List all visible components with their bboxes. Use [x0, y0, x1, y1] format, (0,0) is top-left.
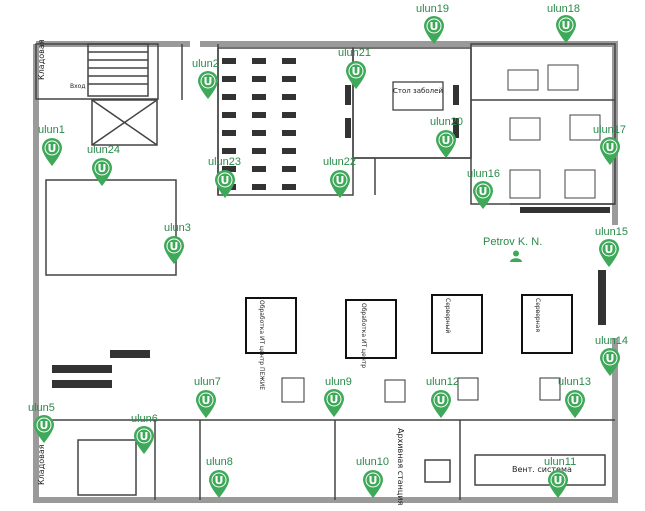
location-pin-icon[interactable]: U [132, 425, 156, 455]
location-pin-icon[interactable]: U [598, 136, 622, 166]
svg-text:U: U [336, 174, 345, 187]
location-pin-icon[interactable]: U [196, 70, 220, 100]
svg-text:U: U [221, 174, 230, 187]
location-pin-icon[interactable]: U [194, 389, 218, 419]
svg-text:U: U [204, 75, 213, 88]
svg-text:U: U [606, 141, 615, 154]
location-pin-icon[interactable]: U [90, 157, 114, 187]
marker-label-ulun23: ulun23 [208, 156, 242, 168]
location-pin-icon[interactable]: U [322, 388, 346, 418]
marker-label-ulun7: ulun7 [194, 376, 221, 388]
location-pin-icon[interactable]: U [162, 235, 186, 265]
marker-label-ulun20: ulun20 [430, 116, 464, 128]
inner-walls [35, 43, 616, 500]
marker-label-ulun9: ulun9 [325, 376, 352, 388]
svg-text:U: U [330, 393, 339, 406]
person-icon[interactable] [509, 250, 523, 262]
marker-label-ulun15: ulun15 [595, 226, 629, 238]
location-pin-icon[interactable]: U [40, 137, 64, 167]
person-name-label: Petrov K. N. [483, 236, 543, 248]
marker-label-ulun16: ulun16 [467, 168, 501, 180]
server1-label: Обработка ИТ центр ПЕЖИЕ [258, 300, 265, 390]
marker-label-ulun14: ulun14 [595, 335, 629, 347]
svg-text:U: U [562, 19, 571, 32]
pantry-label-top: Кладовая [37, 39, 46, 80]
svg-text:U: U [605, 243, 614, 256]
svg-text:U: U [571, 394, 580, 407]
location-pin-icon[interactable]: U [597, 238, 621, 268]
svg-text:U: U [554, 474, 563, 487]
svg-text:U: U [98, 162, 107, 175]
marker-label-ulun13: ulun13 [558, 376, 592, 388]
marker-label-ulun24: ulun24 [87, 144, 121, 156]
svg-text:U: U [369, 474, 378, 487]
location-pin-icon[interactable]: U [429, 389, 453, 419]
pantry-label-bottom: Кладовая [37, 444, 46, 485]
location-pin-icon[interactable]: U [328, 169, 352, 199]
location-pin-icon[interactable]: U [213, 169, 237, 199]
table-label: Стол заболей [393, 87, 443, 95]
location-pin-icon[interactable]: U [471, 180, 495, 210]
svg-text:U: U [352, 65, 361, 78]
seating-rows [52, 58, 610, 388]
marker-label-ulun1: ulun1 [38, 124, 65, 136]
entrance-label: Вход [70, 83, 86, 90]
location-pin-icon[interactable]: U [422, 15, 446, 45]
marker-label-ulun10: ulun10 [356, 456, 390, 468]
svg-text:U: U [202, 394, 211, 407]
svg-text:U: U [48, 142, 57, 155]
location-pin-icon[interactable]: U [563, 389, 587, 419]
svg-text:U: U [606, 352, 615, 365]
location-pin-icon[interactable]: U [361, 469, 385, 499]
location-pin-icon[interactable]: U [546, 469, 570, 499]
svg-text:U: U [40, 419, 49, 432]
marker-label-ulun19: ulun19 [416, 3, 450, 15]
marker-label-ulun8: ulun8 [206, 456, 233, 468]
location-pin-icon[interactable]: U [598, 347, 622, 377]
location-pin-icon[interactable]: U [207, 469, 231, 499]
svg-text:U: U [442, 134, 451, 147]
office-desks [507, 64, 601, 199]
marker-label-ulun3: ulun3 [164, 222, 191, 234]
outer-walls [33, 41, 618, 503]
marker-label-ulun22: ulun22 [323, 156, 357, 168]
marker-label-ulun6: ulun6 [131, 413, 158, 425]
marker-label-ulun21: ulun21 [338, 47, 372, 59]
svg-text:U: U [140, 430, 149, 443]
marker-label-ulun18: ulun18 [547, 3, 581, 15]
archive-label: Архивная станция [396, 428, 405, 506]
location-pin-icon[interactable]: U [434, 129, 458, 159]
svg-text:U: U [215, 474, 224, 487]
server2-label: Обработка ИТ центр [360, 303, 367, 368]
location-pin-icon[interactable]: U [554, 14, 578, 44]
marker-label-ulun2: ulun2 [192, 58, 219, 70]
location-pin-icon[interactable]: U [32, 414, 56, 444]
marker-label-ulun11: ulun11 [544, 456, 577, 468]
marker-label-ulun12: ulun12 [426, 376, 460, 388]
small-equipment [281, 377, 561, 403]
vent-label: Вент. система [512, 465, 572, 474]
server-racks [245, 294, 573, 359]
server4-label: Серверная [534, 298, 541, 332]
svg-text:U: U [437, 394, 446, 407]
server3-label: Серверный [444, 298, 451, 333]
svg-text:U: U [430, 20, 439, 33]
location-pin-icon[interactable]: U [344, 60, 368, 90]
svg-text:U: U [479, 185, 488, 198]
marker-label-ulun17: ulun17 [593, 124, 627, 136]
marker-label-ulun5: ulun5 [28, 402, 55, 414]
svg-text:U: U [170, 240, 179, 253]
table-desk [392, 81, 444, 111]
